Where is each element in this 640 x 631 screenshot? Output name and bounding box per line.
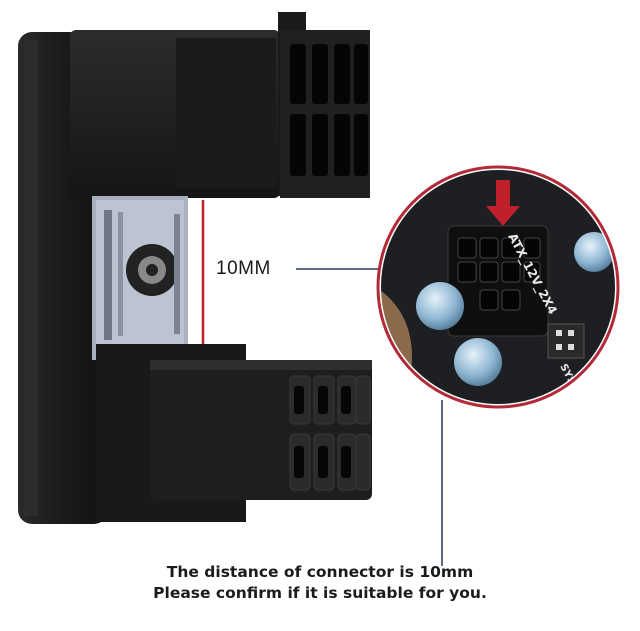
top-pin-grid [290,44,368,176]
motherboard-zoom-circle: ATX_12V_2X4 SYS_FAN [376,165,620,409]
caption: The distance of connector is 10mm Please… [0,562,640,604]
caption-line-1: The distance of connector is 10mm [166,563,474,581]
leader-lines [296,268,443,566]
top-connector [70,12,370,198]
dimension-label: 10MM [216,258,271,279]
bottom-pin-grid [289,375,371,491]
bottom-connector [96,344,372,522]
product-label [92,196,188,360]
caption-line-2: Please confirm if it is suitable for you… [153,584,487,602]
